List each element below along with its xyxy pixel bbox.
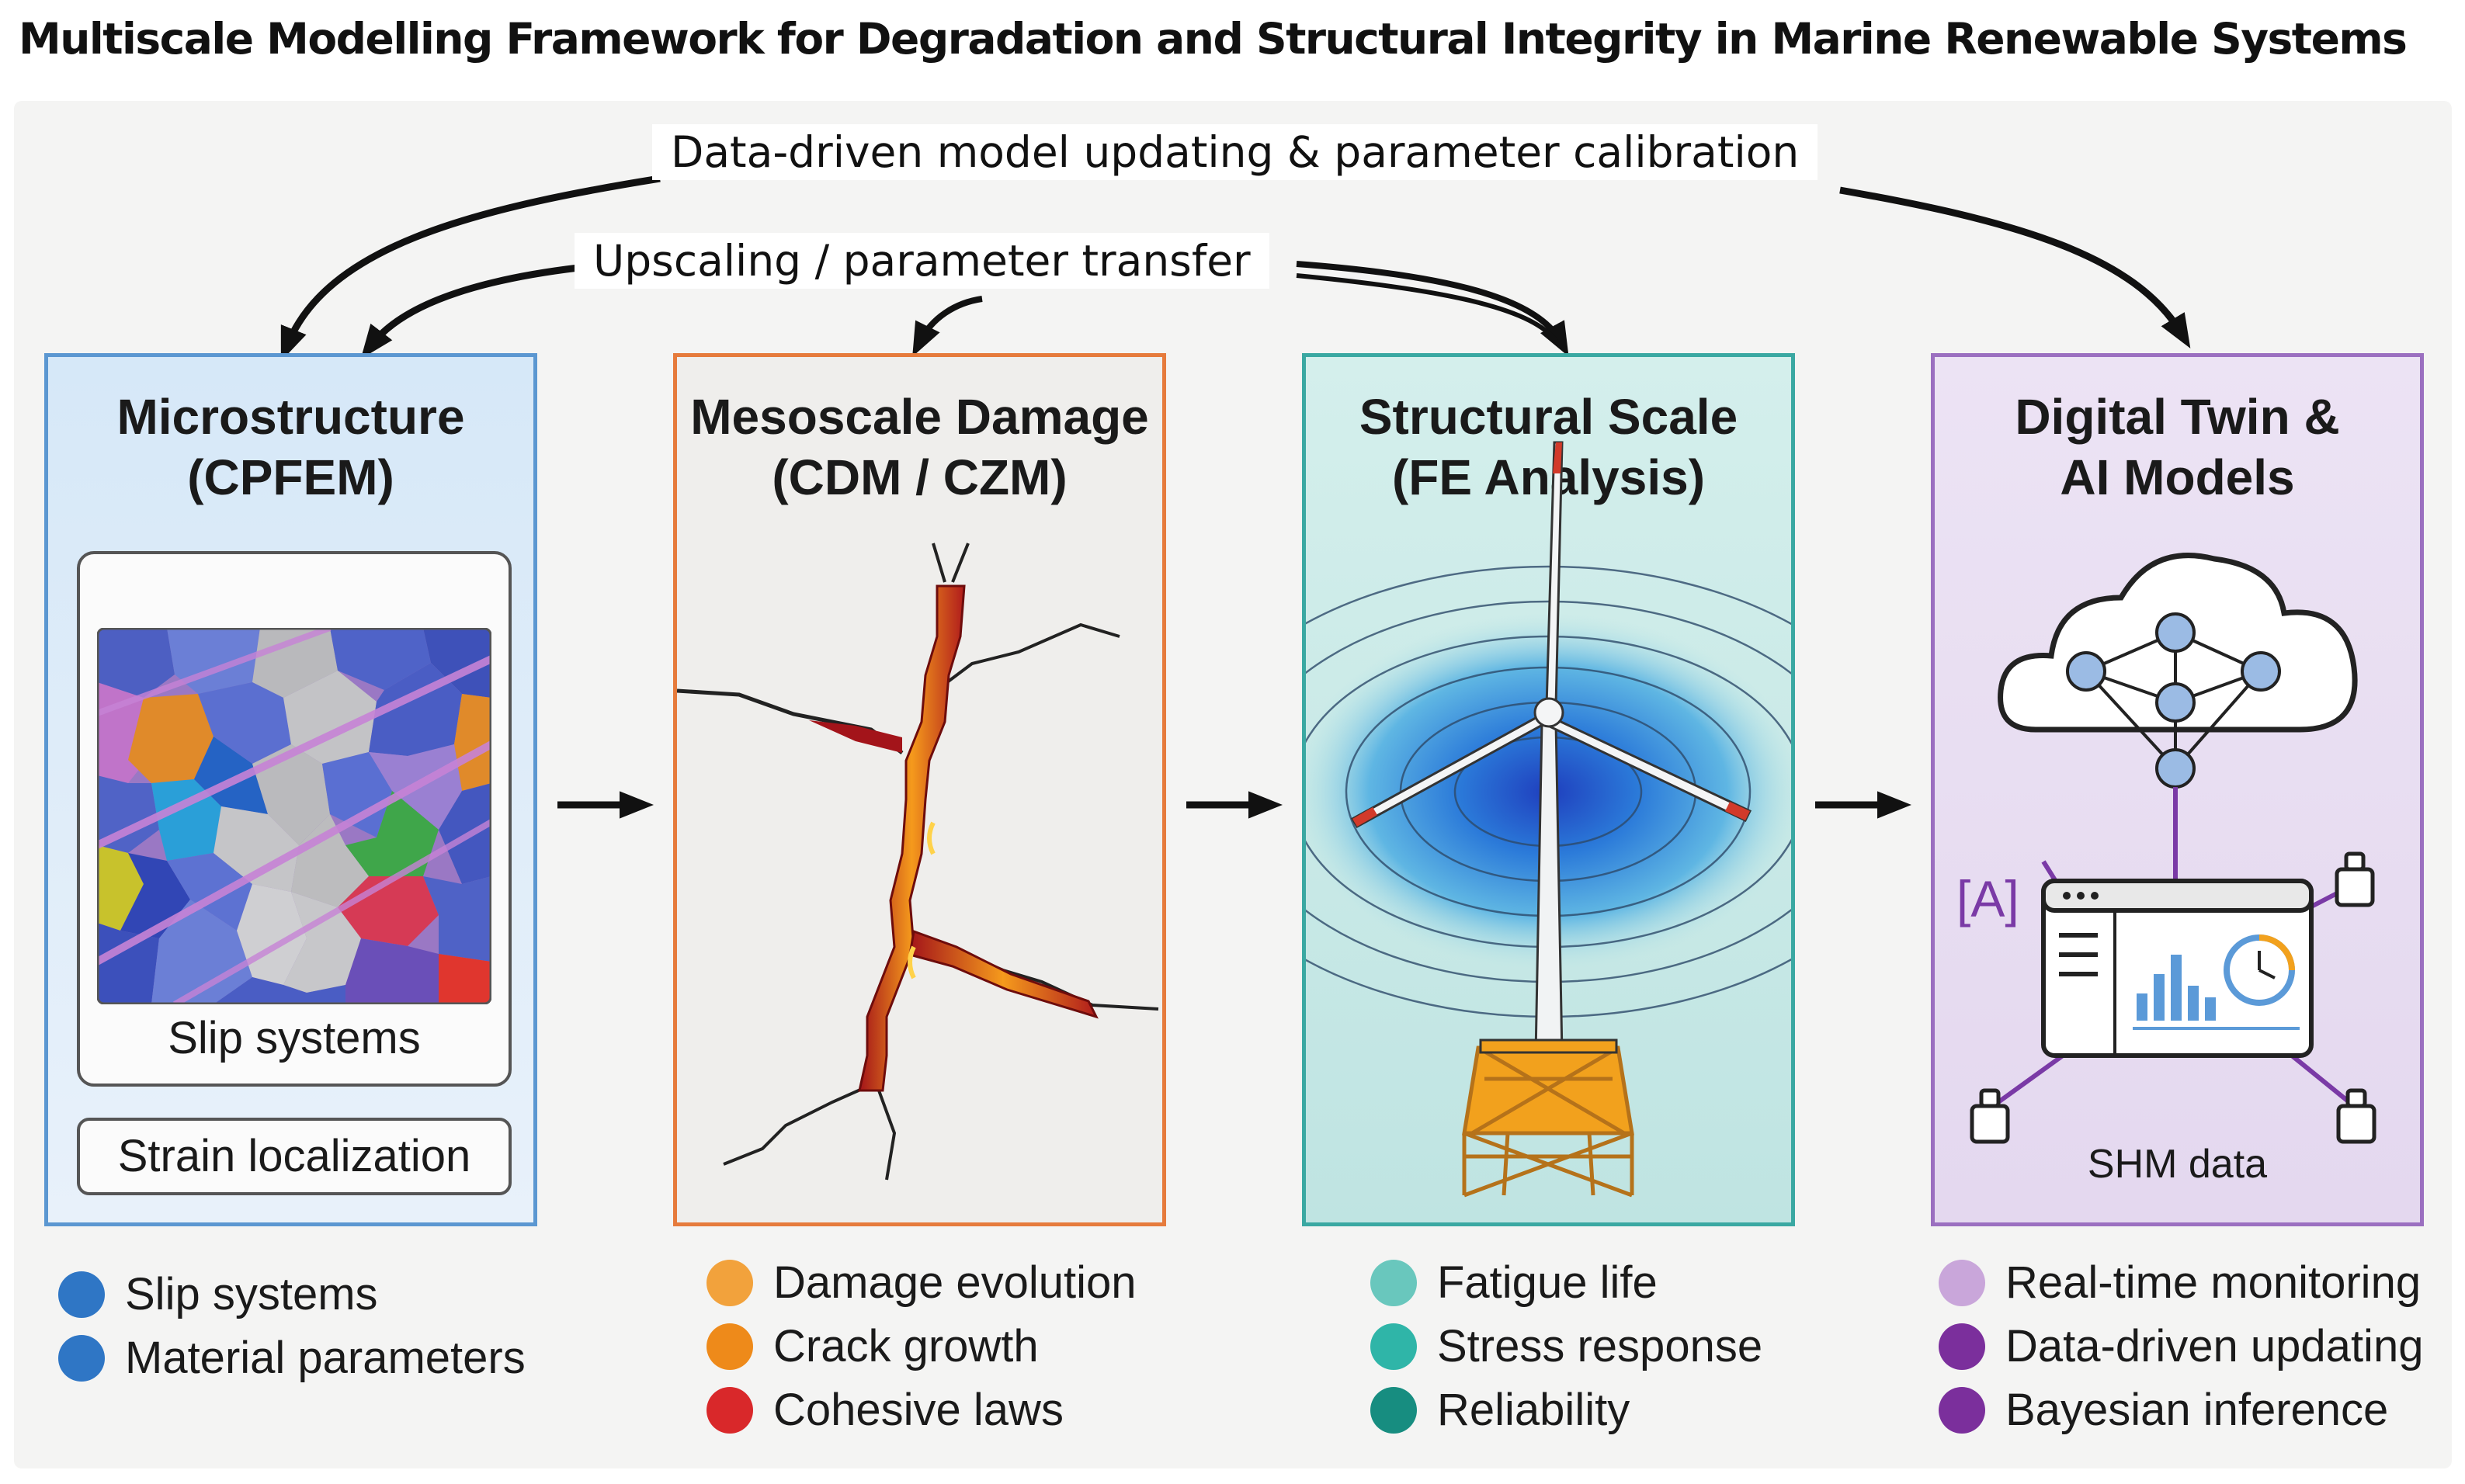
legend-label: Cohesive laws xyxy=(773,1385,1064,1435)
mesoscale-title-line2: (CDM / CZM) xyxy=(772,449,1068,505)
slip-systems-label: Slip systems xyxy=(168,1013,421,1063)
digital-twin-illustration xyxy=(1970,553,2376,1144)
legend-label: Real-time monitoring xyxy=(2005,1257,2422,1308)
legend-dot xyxy=(707,1387,753,1434)
upscale-arrow-left xyxy=(360,264,579,359)
mesoscale-damage-panel: Mesoscale Damage (CDM / CZM) xyxy=(673,353,1166,1226)
legend-dot xyxy=(58,1271,105,1318)
sensor-icons xyxy=(1970,851,2376,1144)
grain-microstructure-image xyxy=(97,628,491,1004)
shm-data-label: SHM data xyxy=(2087,1142,2268,1187)
legend-dot xyxy=(1939,1323,1985,1370)
legend-label: Damage evolution xyxy=(773,1257,1137,1308)
model-updating-label: Data-driven model updating & parameter c… xyxy=(652,124,1818,180)
microstructure-title: Microstructure (CPFEM) xyxy=(48,387,533,508)
upscale-arrow-right-1 xyxy=(1296,261,1569,357)
legend-label: Stress response xyxy=(1437,1321,1763,1371)
mesoscale-title-line1: Mesoscale Damage xyxy=(690,389,1149,445)
legend-dot xyxy=(1370,1323,1417,1370)
update-arrow-right xyxy=(1839,186,2191,348)
structural-title-line2: (FE Analysis) xyxy=(1391,449,1706,505)
legend-dot xyxy=(1939,1260,1985,1306)
diagram-title: Multiscale Modelling Framework for Degra… xyxy=(19,14,2408,64)
legend-dot xyxy=(1370,1387,1417,1434)
digital-twin-title: Digital Twin & AI Models xyxy=(1935,387,2420,508)
structural-scale-panel: Structural Scale (FE Analysis) xyxy=(1302,353,1795,1226)
legend-dot xyxy=(58,1335,105,1382)
wind-turbine-fe-illustration xyxy=(1306,441,1791,1198)
crack-illustration xyxy=(677,543,1159,1181)
mesoscale-title: Mesoscale Damage (CDM / CZM) xyxy=(677,387,1162,508)
legend-label: Slip systems xyxy=(125,1269,378,1319)
microstructure-title-line2: (CPFEM) xyxy=(187,449,394,505)
upscaling-label: Upscaling / parameter transfer xyxy=(575,233,1269,289)
microstructure-title-line1: Microstructure xyxy=(116,389,465,445)
structural-title: Structural Scale (FE Analysis) xyxy=(1306,387,1791,508)
digital-twin-title-line2: AI Models xyxy=(2060,449,2295,505)
digital-twin-title-line1: Digital Twin & xyxy=(2015,389,2340,445)
legend-label: Crack growth xyxy=(773,1321,1039,1371)
grain-structure-card: Slip systems xyxy=(77,551,512,1087)
legend-label: Data-driven updating xyxy=(2005,1321,2424,1371)
legend-label: Fatigue life xyxy=(1437,1257,1658,1308)
legend-dot xyxy=(707,1260,753,1306)
digital-twin-panel: Digital Twin & AI Models xyxy=(1931,353,2424,1226)
ai-marker: [A] xyxy=(1956,870,2019,928)
legend-dot xyxy=(1370,1260,1417,1306)
strain-localization-box: Strain localization xyxy=(77,1118,512,1195)
update-arrow-left xyxy=(280,175,661,362)
upscale-arrow-right-2 xyxy=(1296,273,1559,343)
legend-label: Bayesian inference xyxy=(2005,1385,2389,1435)
legend-label: Reliability xyxy=(1437,1385,1630,1435)
legend-label: Material parameters xyxy=(125,1333,526,1383)
legend-dot xyxy=(707,1323,753,1370)
structural-title-line1: Structural Scale xyxy=(1359,389,1738,445)
microstructure-panel: Microstructure (CPFEM) xyxy=(44,353,537,1226)
upscale-arrow-mid xyxy=(912,296,983,357)
legend-dot xyxy=(1939,1387,1985,1434)
